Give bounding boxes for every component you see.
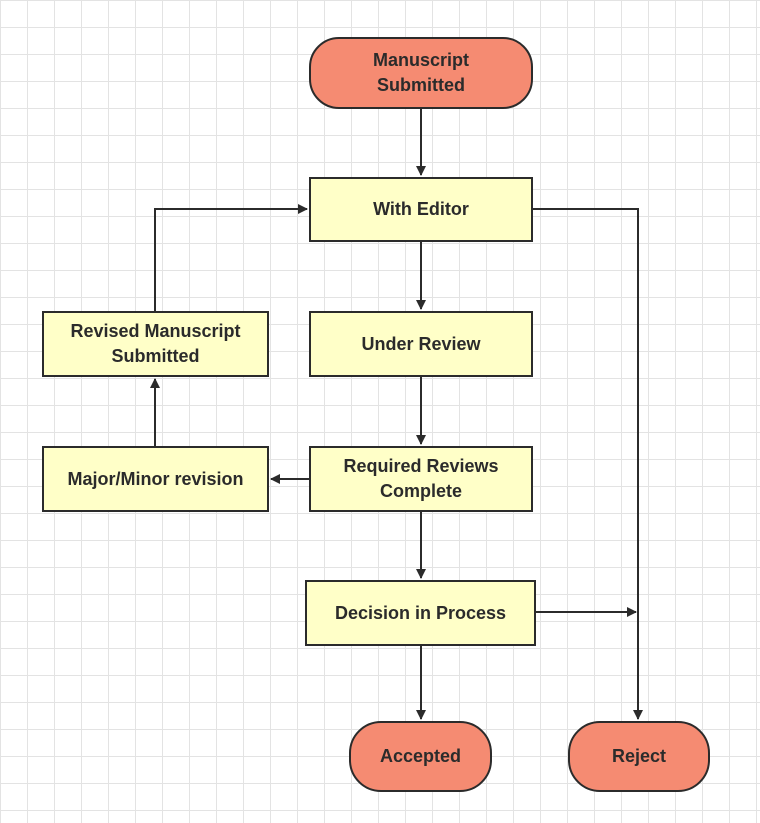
manuscript-submitted-node: Manuscript Submitted (309, 37, 533, 109)
revised-manuscript-submitted-node: Revised Manuscript Submitted (42, 311, 269, 377)
reject-node: Reject (568, 721, 710, 792)
accepted-node: Accepted (349, 721, 492, 792)
arrow-revised-to-editor (154, 204, 308, 311)
with-editor-node: With Editor (309, 177, 533, 242)
major-minor-revision-node: Major/Minor revision (42, 446, 269, 512)
under-review-node: Under Review (309, 311, 533, 377)
required-reviews-complete-node: Required Reviews Complete (309, 446, 533, 512)
decision-in-process-node: Decision in Process (305, 580, 536, 646)
arrow-editor-to-reject (533, 208, 643, 720)
